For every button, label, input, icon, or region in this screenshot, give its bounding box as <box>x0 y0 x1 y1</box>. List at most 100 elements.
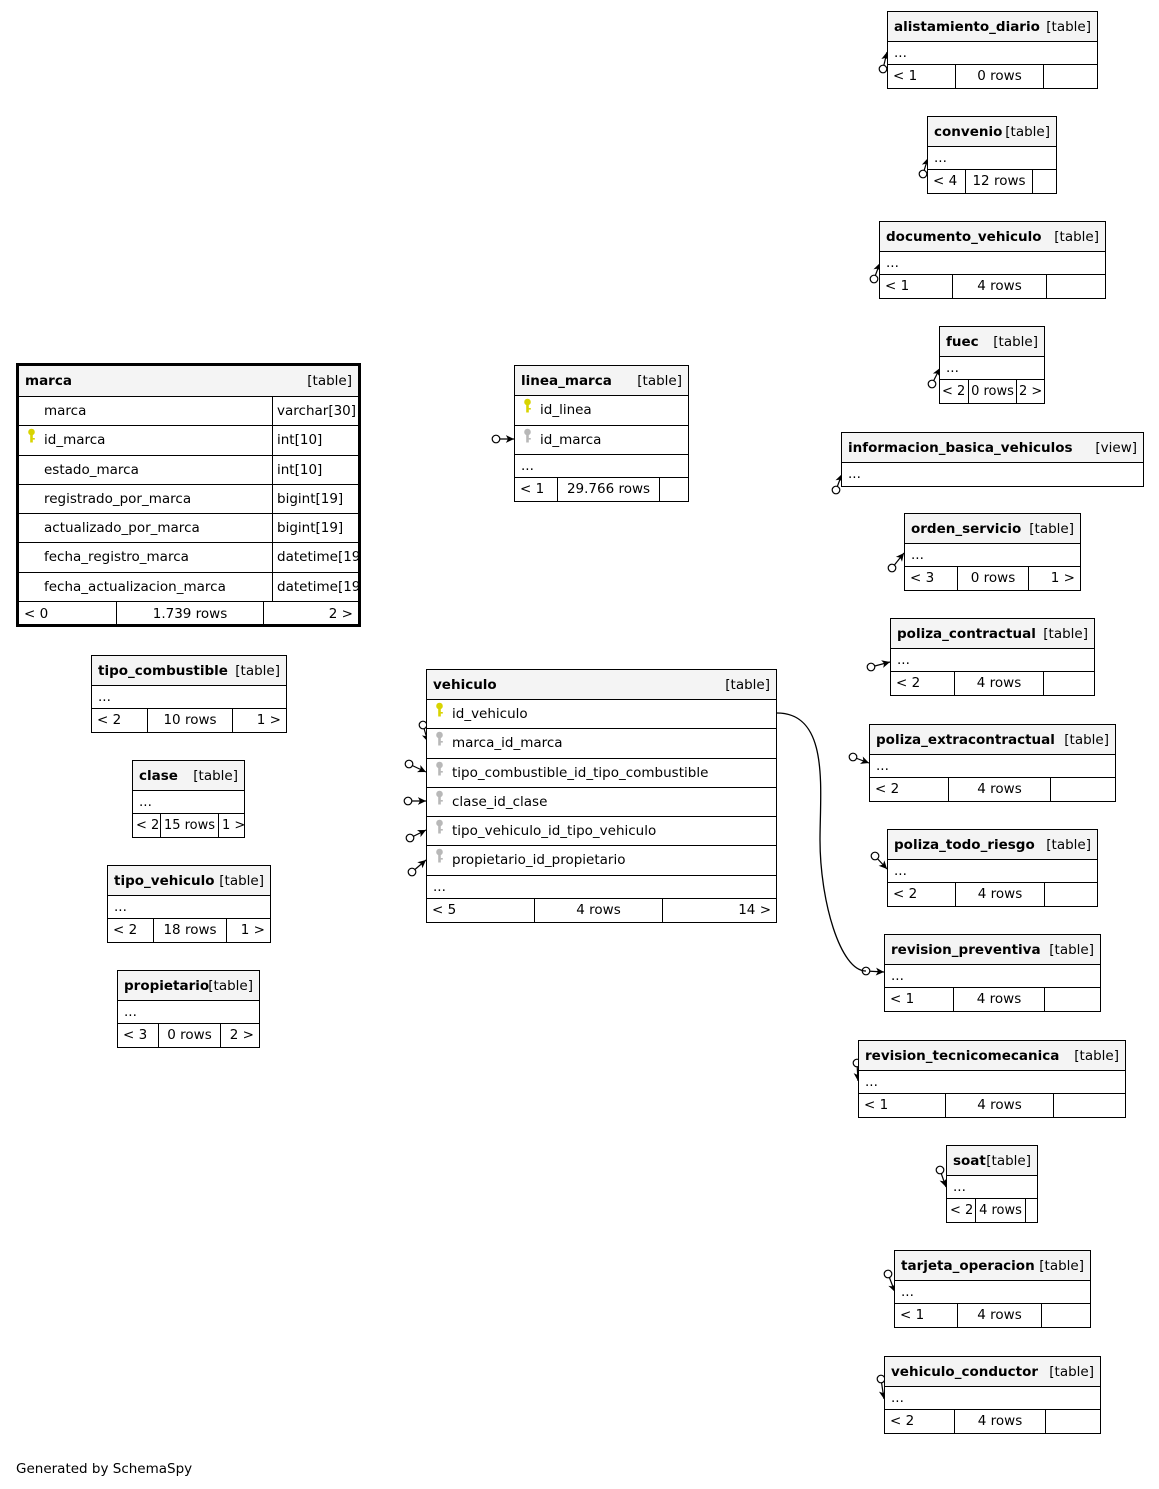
table-header[interactable]: convenio [table] <box>928 117 1056 147</box>
table-header[interactable]: linea_marca [table] <box>515 366 688 396</box>
table-documento-vehiculo[interactable]: documento_vehiculo [table] ... < 1 4 row… <box>879 221 1106 299</box>
column-row[interactable]: propietario_id_propietario <box>427 846 776 876</box>
table-header[interactable]: orden_servicio [table] <box>905 514 1080 544</box>
table-header[interactable]: propietario [table] <box>118 971 259 1001</box>
table-header[interactable]: poliza_extracontractual [table] <box>870 725 1115 755</box>
column-row[interactable]: id_marca int[10] <box>19 426 358 456</box>
table-footer: < 1 4 rows <box>895 1304 1090 1327</box>
table-header[interactable]: vehiculo [table] <box>427 670 776 700</box>
column-row[interactable]: estado_marca int[10] <box>19 455 358 485</box>
table-revision-tecnicomecanica[interactable]: revision_tecnicomecanica [table] ... < 1… <box>858 1040 1126 1118</box>
children-count[interactable] <box>1032 170 1056 193</box>
parents-count[interactable]: < 2 <box>893 886 918 902</box>
parents-count[interactable]: < 2 <box>896 675 921 691</box>
parents-count[interactable]: < 2 <box>113 922 138 938</box>
parents-count[interactable]: < 2 <box>950 1203 974 1218</box>
table-header[interactable]: fuec [table] <box>940 327 1044 357</box>
table-linea-marca[interactable]: linea_marca [table] id_linea id_marca ..… <box>514 365 689 502</box>
children-count[interactable] <box>1044 988 1100 1011</box>
table-poliza-extracontractual[interactable]: poliza_extracontractual [table] ... < 2 … <box>869 724 1116 802</box>
table-tipo-combustible[interactable]: tipo_combustible [table] ... < 2 10 rows… <box>91 655 287 733</box>
table-tipo-vehiculo[interactable]: tipo_vehiculo [table] ... < 2 18 rows 1 … <box>107 865 271 943</box>
children-count[interactable] <box>1053 1094 1125 1117</box>
table-header[interactable]: poliza_contractual [table] <box>891 619 1094 649</box>
table-vehiculo-conductor[interactable]: vehiculo_conductor [table] ... < 2 4 row… <box>884 1356 1101 1434</box>
table-header[interactable]: clase [table] <box>133 761 244 791</box>
column-row[interactable]: fecha_registro_marca datetime[19] <box>19 543 358 573</box>
column-row[interactable]: marca_id_marca <box>427 729 776 759</box>
column-row[interactable]: tipo_combustible_id_tipo_combustible <box>427 759 776 788</box>
parents-count[interactable]: < 2 <box>97 712 122 728</box>
table-informacion-basica-vehiculos[interactable]: informacion_basica_vehiculos [view] ... <box>841 432 1144 487</box>
table-orden-servicio[interactable]: orden_servicio [table] ... < 3 0 rows 1 … <box>904 513 1081 591</box>
column-row[interactable]: fecha_actualizacion_marca datetime[19] <box>19 572 358 603</box>
parents-count[interactable]: < 2 <box>875 781 900 797</box>
table-convenio[interactable]: convenio [table] ... < 4 12 rows <box>927 116 1057 194</box>
parents-count[interactable]: < 3 <box>910 570 935 586</box>
table-header[interactable]: tipo_combustible [table] <box>92 656 286 686</box>
table-header[interactable]: marca [table] <box>19 366 358 397</box>
parents-count[interactable]: < 1 <box>520 481 545 497</box>
table-clase[interactable]: clase [table] ... < 2 15 rows 1 > <box>132 760 245 838</box>
parents-count[interactable]: < 4 <box>933 173 958 189</box>
children-count[interactable]: 2 > <box>1016 380 1044 403</box>
parents-count[interactable]: < 1 <box>864 1097 889 1113</box>
table-propietario[interactable]: propietario [table] ... < 3 0 rows 2 > <box>117 970 260 1048</box>
children-count[interactable] <box>1050 778 1115 801</box>
parents-count[interactable]: < 0 <box>24 606 49 623</box>
table-marca[interactable]: marca [table] marca varchar[30] id_marca… <box>16 363 361 628</box>
children-count[interactable] <box>1041 1304 1090 1327</box>
table-header[interactable]: poliza_todo_riesgo [table] <box>888 830 1097 860</box>
table-poliza-todo-riesgo[interactable]: poliza_todo_riesgo [table] ... < 2 4 row… <box>887 829 1098 907</box>
parents-count[interactable]: < 2 <box>136 818 160 833</box>
children-count[interactable] <box>1043 672 1094 695</box>
table-fuec[interactable]: fuec [table] ... < 2 0 rows 2 > <box>939 326 1045 404</box>
column-row[interactable]: marca varchar[30] <box>19 397 358 427</box>
children-count[interactable] <box>659 478 688 501</box>
table-revision-preventiva[interactable]: revision_preventiva [table] ... < 1 4 ro… <box>884 934 1101 1012</box>
children-count[interactable] <box>1025 1199 1037 1222</box>
table-header[interactable]: tipo_vehiculo [table] <box>108 866 270 896</box>
table-alistamiento-diario[interactable]: alistamiento_diario [table] ... < 1 0 ro… <box>887 11 1098 89</box>
column-name: tipo_combustible_id_tipo_combustible <box>452 764 709 781</box>
children-count[interactable] <box>1044 883 1097 906</box>
parents-count[interactable]: < 1 <box>885 278 910 294</box>
column-row[interactable]: actualizado_por_marca bigint[19] <box>19 514 358 544</box>
children-count[interactable]: 1 > <box>218 814 244 837</box>
parents-count[interactable]: < 3 <box>123 1027 148 1043</box>
parents-count[interactable]: < 1 <box>893 68 918 84</box>
parents-count[interactable]: < 2 <box>890 1413 915 1429</box>
table-header[interactable]: tarjeta_operacion [table] <box>895 1251 1090 1281</box>
parents-count[interactable]: < 5 <box>432 901 457 918</box>
table-header[interactable]: alistamiento_diario [table] <box>888 12 1097 42</box>
column-row[interactable]: registrado_por_marca bigint[19] <box>19 484 358 515</box>
children-count[interactable] <box>1043 65 1097 88</box>
parents-count[interactable]: < 1 <box>900 1307 925 1323</box>
column-row[interactable]: clase_id_clase <box>427 788 776 818</box>
column-row[interactable]: tipo_vehiculo_id_tipo_vehiculo <box>427 817 776 847</box>
table-header[interactable]: documento_vehiculo [table] <box>880 222 1105 252</box>
table-header[interactable]: soat [table] <box>947 1146 1037 1176</box>
children-count[interactable] <box>1045 1410 1100 1433</box>
table-header[interactable]: vehiculo_conductor [table] <box>885 1357 1100 1387</box>
children-count[interactable]: 1 > <box>226 919 270 942</box>
children-count[interactable]: 2 > <box>263 602 358 628</box>
table-header[interactable]: revision_tecnicomecanica [table] <box>859 1041 1125 1071</box>
table-header[interactable]: informacion_basica_vehiculos [view] <box>842 433 1143 463</box>
column-name: tipo_vehiculo_id_tipo_vehiculo <box>452 823 657 840</box>
table-tarjeta-operacion[interactable]: tarjeta_operacion [table] ... < 1 4 rows <box>894 1250 1091 1328</box>
children-count[interactable] <box>1046 275 1105 298</box>
column-row[interactable]: id_linea <box>515 396 688 426</box>
children-count[interactable]: 1 > <box>232 709 286 732</box>
children-count[interactable]: 2 > <box>220 1024 259 1047</box>
children-count[interactable]: 1 > <box>1028 567 1080 590</box>
table-header[interactable]: revision_preventiva [table] <box>885 935 1100 965</box>
column-row[interactable]: id_vehiculo <box>427 700 776 730</box>
table-poliza-contractual[interactable]: poliza_contractual [table] ... < 2 4 row… <box>890 618 1095 696</box>
table-vehiculo[interactable]: vehiculo [table] id_vehiculo marca_id_ma… <box>426 669 777 923</box>
children-count[interactable]: 14 > <box>662 898 776 922</box>
parents-count[interactable]: < 1 <box>890 991 915 1007</box>
parents-count[interactable]: < 2 <box>942 384 966 399</box>
table-soat[interactable]: soat [table] ... < 2 4 rows <box>946 1145 1038 1223</box>
column-row[interactable]: id_marca <box>515 426 688 455</box>
